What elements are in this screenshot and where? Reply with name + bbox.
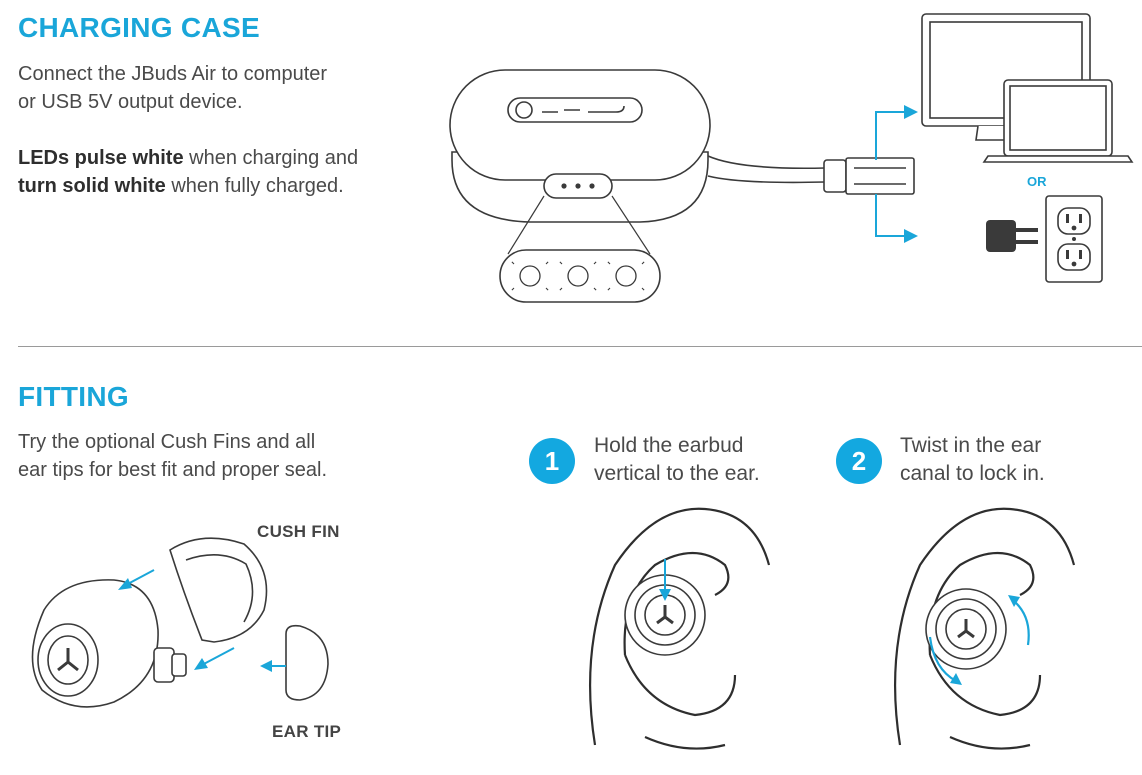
usb-plug-body xyxy=(823,159,847,193)
led-desc-bold1: LEDs pulse white xyxy=(18,147,184,169)
twist-arrow-left xyxy=(928,636,957,682)
ear-tip-label: EAR TIP xyxy=(272,722,342,741)
fitting-desc-line2: ear tips for best fit and proper seal. xyxy=(18,459,328,481)
laptop-base xyxy=(982,155,1134,163)
ear-outline-2 xyxy=(894,507,1076,746)
charging-desc-line2: or USB 5V output device. xyxy=(18,91,243,113)
charging-desc-line1: Connect the JBuds Air to computer xyxy=(18,63,328,85)
usb-cable xyxy=(707,155,826,170)
ear-step-2-illustration xyxy=(894,507,1076,750)
charging-case-title: CHARGING CASE xyxy=(18,12,260,43)
usb-plug-tip xyxy=(845,157,915,195)
earbud-exploded-illustration xyxy=(31,537,329,708)
led-desc-text1: when charging and xyxy=(183,147,359,169)
ear-outline xyxy=(589,507,771,746)
cush-fin-label: CUSH FIN xyxy=(257,522,340,541)
twist-arrow-right xyxy=(1013,600,1030,646)
step-2-badge: 2 xyxy=(836,438,882,484)
case-lid xyxy=(449,69,711,181)
fitting-desc-line1: Try the optional Cush Fins and all xyxy=(18,431,316,453)
wall-adapter xyxy=(986,220,1016,252)
fitting-title: FITTING xyxy=(18,381,129,412)
cush-fin xyxy=(169,537,268,643)
fitting-desc: Try the optional Cush Fins and all ear t… xyxy=(18,428,327,484)
or-label: OR xyxy=(1027,174,1047,189)
section-divider xyxy=(18,346,1142,347)
led-desc-text2: when fully charged. xyxy=(165,175,344,197)
step-1-text: Hold the earbud vertical to the ear. xyxy=(594,432,760,488)
step-1-badge: 1 xyxy=(529,438,575,484)
step-2-text: Twist in the ear canal to lock in. xyxy=(900,432,1045,488)
led-desc-bold2: turn solid white xyxy=(18,175,166,197)
step-2-line2: canal to lock in. xyxy=(900,462,1045,485)
step-1-line2: vertical to the ear. xyxy=(594,462,760,485)
led-desc: LEDs pulse white when charging and turn … xyxy=(18,144,358,200)
computer-illustration xyxy=(921,13,1134,163)
charging-desc: Connect the JBuds Air to computer or USB… xyxy=(18,60,327,116)
step-1-line1: Hold the earbud xyxy=(594,434,744,457)
ear-step-1-illustration xyxy=(589,507,771,750)
wall-outlet-illustration xyxy=(986,195,1103,283)
charging-case-illustration xyxy=(449,69,918,303)
step-2-line1: Twist in the ear xyxy=(900,434,1042,457)
ear-tip xyxy=(285,624,329,701)
